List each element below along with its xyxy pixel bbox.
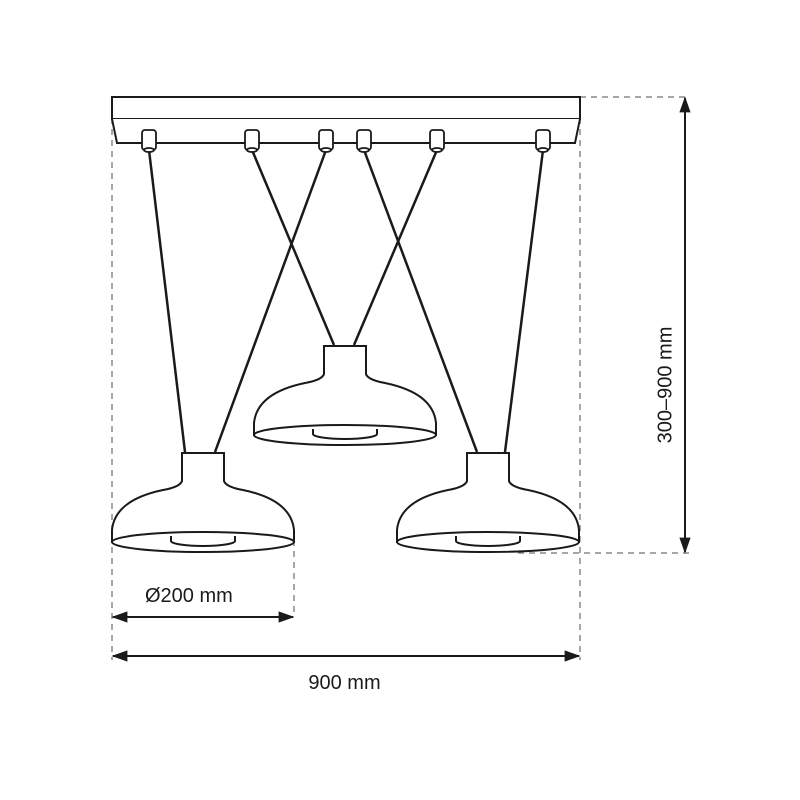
width-label: 900 mm bbox=[308, 672, 381, 694]
extension-lines bbox=[111, 96, 690, 660]
canopy-sockets bbox=[141, 129, 551, 153]
height-label: 300–900 mm bbox=[654, 326, 677, 444]
lamp-shade-right bbox=[396, 452, 580, 553]
dimension-arrows bbox=[111, 96, 691, 662]
lamp-shade-center bbox=[253, 345, 437, 446]
ceiling-canopy bbox=[111, 96, 581, 144]
diameter-label: Ø200 mm bbox=[145, 585, 233, 607]
suspension-cables bbox=[147, 149, 545, 453]
lamp-shade-left bbox=[111, 452, 295, 553]
